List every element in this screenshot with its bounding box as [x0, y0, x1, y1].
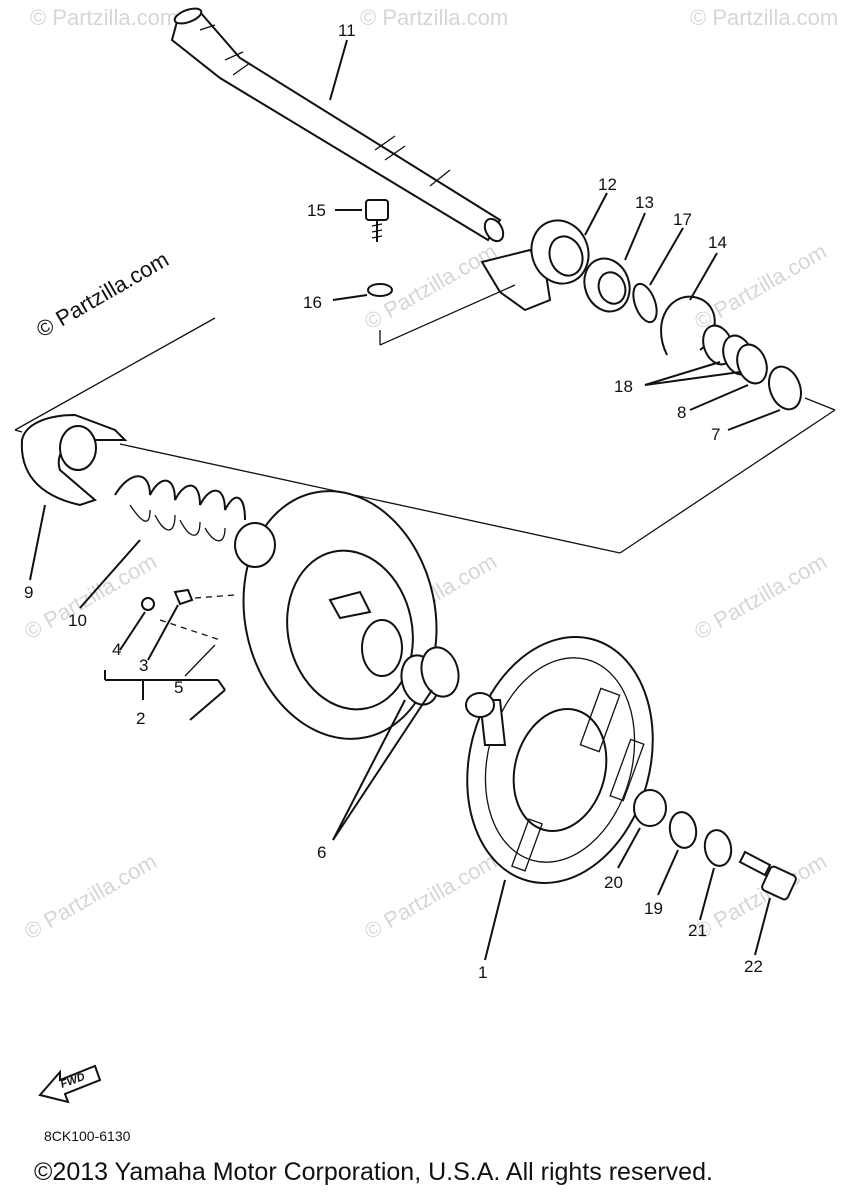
callout-3: 3: [139, 656, 148, 675]
callout-14: 14: [708, 233, 727, 252]
fwd-arrow-icon: FWD: [38, 1064, 102, 1104]
diagram-code: 8CK100-6130: [44, 1128, 131, 1144]
callout-21: 21: [688, 921, 707, 940]
slider-3: [173, 588, 194, 606]
callout-15: 15: [307, 201, 326, 220]
callout-5: 5: [174, 678, 183, 697]
callout-17: 17: [673, 210, 692, 229]
watermark-faint: © Partzilla.com: [690, 5, 838, 30]
watermark-faint: © Partzilla.com: [690, 239, 831, 335]
faint-watermarks: © Partzilla.com © Partzilla.com © Partzi…: [20, 5, 838, 944]
cam-9: [20, 413, 128, 507]
dashed-3: [159, 594, 236, 641]
callout-1: 1: [478, 963, 487, 982]
watermark-faint: © Partzilla.com: [690, 549, 831, 645]
collar-20: [633, 789, 667, 827]
callout-20: 20: [604, 873, 623, 892]
callout-8: 8: [677, 403, 686, 422]
callout-11: 11: [338, 21, 356, 40]
washer-16: [367, 283, 393, 297]
fixed-sheave-1: [465, 636, 654, 884]
frame-line: [119, 443, 621, 554]
callout-16: 16: [303, 293, 322, 312]
circlip-17: [632, 282, 658, 324]
callout-labels: 11 15 16 12 13 17 14 18 8 7 9 10 4 3 5 2…: [24, 21, 763, 982]
secondary-sheave: [234, 490, 438, 740]
copyright-notice: ©2013 Yamaha Motor Corporation, U.S.A. A…: [34, 1158, 713, 1186]
bolt-15: [365, 199, 389, 242]
callout-10: 10: [68, 611, 87, 630]
callout-9: 9: [24, 583, 33, 602]
watermark-main: © Partzilla.com: [32, 247, 173, 343]
bearing-bracket-12: [480, 219, 590, 312]
washer-21: [703, 829, 733, 867]
oil-seals-6: [400, 646, 460, 706]
callout-12: 12: [598, 175, 617, 194]
callout-13: 13: [635, 193, 654, 212]
callout-22: 22: [744, 957, 763, 976]
washer-19: [668, 811, 698, 849]
watermark-faint: © Partzilla.com: [20, 849, 161, 945]
leader-lines: [29, 39, 781, 961]
callout-7: 7: [711, 425, 720, 444]
callout-4: 4: [112, 640, 121, 659]
washer-7: [768, 365, 802, 411]
screw-4: [141, 597, 155, 611]
callout-18: 18: [614, 377, 633, 396]
leader-5: [184, 644, 216, 677]
bearing-13: [583, 257, 631, 313]
watermark-faint: © Partzilla.com: [360, 5, 508, 30]
callout-19: 19: [644, 899, 663, 918]
assembly-frame: [14, 317, 836, 554]
callout-6: 6: [317, 843, 326, 862]
watermark-faint: © Partzilla.com: [30, 5, 178, 30]
spring-10: [114, 475, 246, 542]
callout-2: 2: [136, 709, 145, 728]
collars-18: [702, 324, 768, 385]
watermark-faint: © Partzilla.com: [360, 849, 501, 945]
bolt-22: [738, 850, 797, 901]
secondary-shaft: [170, 7, 505, 243]
leader-bracket: [379, 284, 516, 346]
